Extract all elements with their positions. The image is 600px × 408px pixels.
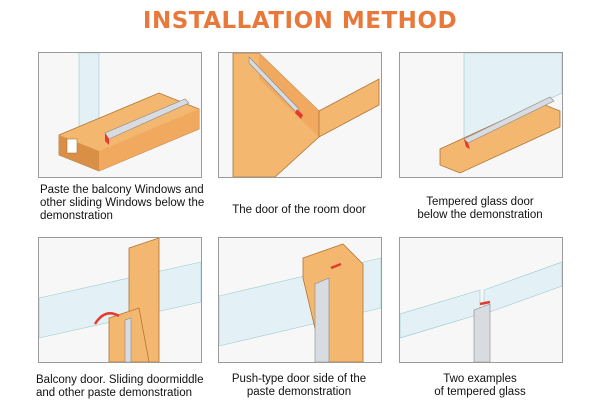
caption-6: Two examples of tempered glass (380, 373, 580, 399)
illustration-panel-6 (399, 237, 563, 363)
page-title: INSTALLATION METHOD (142, 8, 458, 34)
push-door-side-seal-illustration (219, 238, 381, 362)
tempered-glass-door-seal-illustration (400, 53, 562, 177)
caption-5-line-2: paste demonstration (246, 386, 352, 398)
illustration-panel-3 (399, 52, 563, 178)
caption-1-line-1: Paste the balcony Windows and (40, 184, 204, 196)
illustration-panel-4 (38, 237, 202, 363)
caption-5: Push-type door side of the paste demonst… (199, 373, 399, 399)
caption-3: Tempered glass door below the demonstrat… (380, 196, 580, 222)
room-door-seal-illustration (219, 53, 381, 177)
caption-1: Paste the balcony Windows and other slid… (40, 184, 240, 223)
caption-2-line-1: The door of the room door (232, 204, 366, 216)
caption-6-line-2: of tempered glass (434, 386, 526, 398)
caption-1-line-2: other sliding Windows below the (40, 197, 205, 209)
illustration-panel-5 (218, 237, 382, 363)
caption-1-line-3: demonstration (40, 210, 113, 222)
caption-3-line-1: Tempered glass door (426, 196, 534, 208)
balcony-window-seal-illustration (39, 53, 201, 177)
balcony-sliding-door-seal-illustration (39, 238, 201, 362)
caption-4: Balcony door. Sliding doormiddle and oth… (36, 374, 236, 400)
two-tempered-glass-seal-illustration (400, 238, 562, 362)
illustration-panel-1 (38, 52, 202, 178)
caption-2: The door of the room door (199, 204, 399, 217)
illustration-panel-2 (218, 52, 382, 178)
caption-3-line-2: below the demonstration (417, 209, 543, 221)
caption-4-line-1: Balcony door. Sliding doormiddle (36, 374, 204, 386)
caption-6-line-1: Two examples (443, 373, 517, 385)
caption-5-line-1: Push-type door side of the (231, 373, 367, 385)
caption-4-line-2: and other paste demonstration (36, 387, 192, 399)
